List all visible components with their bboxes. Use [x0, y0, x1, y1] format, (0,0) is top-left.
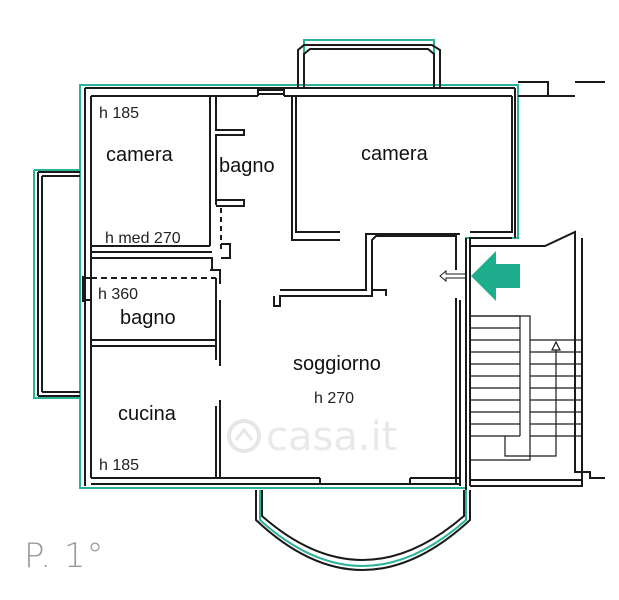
camera-nw-label: camera	[106, 144, 174, 166]
entrance-arrow-icon	[471, 251, 520, 301]
watermark-logo-icon	[227, 419, 261, 453]
stair-direction-arrow-icon	[551, 340, 561, 351]
watermark-text: casa.it	[266, 414, 397, 460]
bagno-mid-label: bagno	[120, 307, 176, 329]
camera-ne-label: camera	[361, 143, 429, 165]
soggiorno-height: h 270	[314, 390, 354, 407]
soggiorno-label: soggiorno	[293, 353, 381, 375]
corridor-height: h med 270	[105, 230, 181, 247]
camera-nw-height: h 185	[99, 105, 139, 122]
watermark: casa.it	[227, 414, 397, 460]
entrance-marker	[439, 251, 520, 301]
cucina-label: cucina	[118, 403, 177, 425]
walls	[37, 44, 605, 571]
stairs	[470, 315, 582, 461]
floor-label: P. 1°	[24, 536, 105, 576]
cucina-height: h 185	[99, 457, 139, 474]
bagno-top-label: bagno	[219, 155, 275, 177]
bagno-mid-height: h 360	[98, 286, 138, 303]
